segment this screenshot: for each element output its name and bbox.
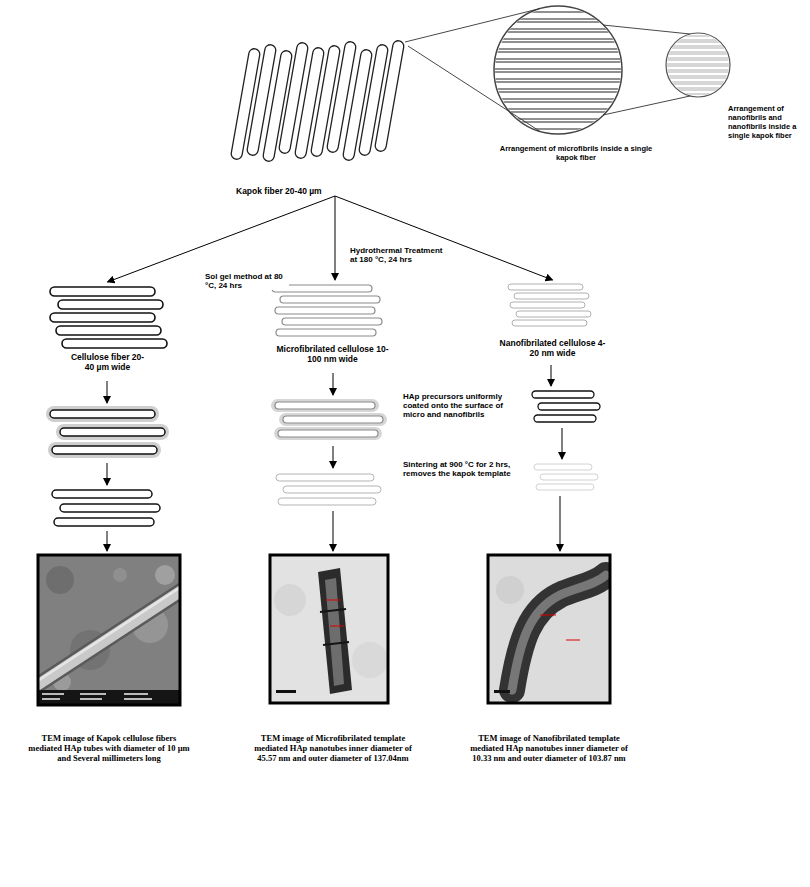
zoom-line [603,25,690,34]
coated-microfibril-tubes [271,399,387,440]
process-note: Sintering at 900 °C for 2 hrs, removes t… [403,460,525,478]
edge-label: Sol gel method at 80 °C, 24 hrs [205,272,289,290]
zoom-line [408,46,540,131]
cellulose-fiber-group: Cellulose fiber 20-40 µm wide [40,282,175,372]
node-label: Arrangement of microfibrils inside a sin… [496,144,656,162]
image-caption: TEM image of Kapok cellulose fibers medi… [28,733,190,763]
tem-micrograph [270,555,388,703]
tem-image-panel: TEM image of Nanofibrilated template med… [466,553,632,763]
node-label: Kapok fiber 20-40 µm [236,186,406,196]
microfibril-tubes [490,12,630,129]
step-arrow [107,531,108,551]
step-arrow [107,463,108,485]
image-frame [38,555,180,705]
step-arrow [562,428,563,459]
nanofibril-tubes [508,284,591,326]
cellulose-fiber-tubes [50,287,167,348]
nanofibril-tubes [662,36,734,94]
nanofibril-magnifier: Arrangement of nanofibrils and nanofibri… [662,30,806,140]
sintered-tubes [52,490,160,526]
step-arrow [333,446,334,468]
node-label: Microfibrilated cellulose 10-100 nm wide [277,344,389,364]
tem-image-panel: TEM image of Microfibrilated template me… [250,553,416,763]
process-note: HAp precursors uniformly coated onto the… [403,392,525,419]
image-caption: TEM image of Microfibrilated template me… [250,733,416,763]
microfibril-magnifier: Arrangement of microfibrils inside a sin… [492,4,658,162]
node-label: Arrangement of nanofibrils and nanofibri… [728,104,804,140]
zoom-line [603,96,690,115]
process-arrow [335,196,336,280]
coated-nanofibril-tubes [532,391,600,422]
image-frame [488,555,610,703]
kapok-fiber-tubes [230,40,404,162]
node-label: Nanofibrilated cellulose 4-20 nm wide [499,338,607,358]
process-arrow [108,196,336,282]
step-arrow [560,496,561,551]
kapok-fiber-bundle: Kapok fiber 20-40 µm [230,36,415,196]
step-arrow [333,373,334,395]
nanofibrillated-group: Nanofibrilated cellulose 4-20 nm wide [485,280,620,358]
edge-label: Hydrothermal Treatment at 180 °C, 24 hrs [350,246,446,264]
sem-image-panel: TEM image of Kapok cellulose fibers medi… [28,553,190,763]
process-arrow [335,196,553,280]
step-arrow [333,511,334,551]
sem-micrograph [38,555,180,705]
sintered-tubes [534,464,598,490]
sintered-tubes [276,474,381,505]
zoom-line [405,9,540,42]
step-arrow [107,381,108,403]
image-caption: TEM image of Nanofibrilated template med… [466,733,632,763]
image-frame [270,555,388,703]
tem-micrograph [488,555,610,703]
coated-fiber-tubes [46,406,169,458]
microfibril-tubes [272,285,382,336]
step-arrow [551,365,552,386]
microfibrillated-group: Microfibrilated cellulose 10-100 nm wide [265,280,400,364]
node-label: Cellulose fiber 20-40 µm wide [68,352,148,372]
